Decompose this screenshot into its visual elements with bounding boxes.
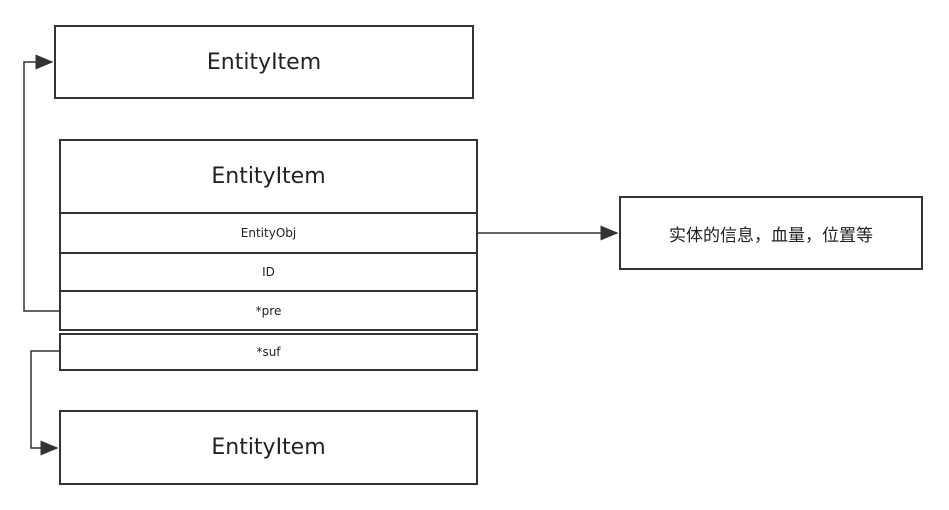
top-entity-item-label: EntityItem xyxy=(206,49,322,75)
entity-info-box: 实体的信息，血量，位置等 xyxy=(619,196,923,270)
pre-pointer-field: *pre xyxy=(59,290,478,331)
pre-pointer-field-label: *pre xyxy=(255,303,282,318)
entity-info-label: 实体的信息，血量，位置等 xyxy=(669,225,873,246)
center-entity-item-label: EntityItem xyxy=(211,164,326,189)
suf-to-bottom-arrow xyxy=(30,350,59,456)
pre-to-top-arrow xyxy=(23,54,59,312)
bottom-entity-item-box: EntityItem xyxy=(59,410,478,485)
suf-pointer-field-label: *suf xyxy=(256,345,281,359)
entity-obj-field: EntityObj xyxy=(59,212,478,254)
top-entity-item-box: EntityItem xyxy=(54,25,474,99)
entity-obj-field-label: EntityObj xyxy=(240,226,297,240)
id-field: ID xyxy=(59,252,478,292)
suf-pointer-field: *suf xyxy=(59,333,478,371)
center-entity-item-title-box: EntityItem xyxy=(59,139,478,214)
id-field-label: ID xyxy=(262,265,275,279)
bottom-entity-item-label: EntityItem xyxy=(211,435,326,460)
